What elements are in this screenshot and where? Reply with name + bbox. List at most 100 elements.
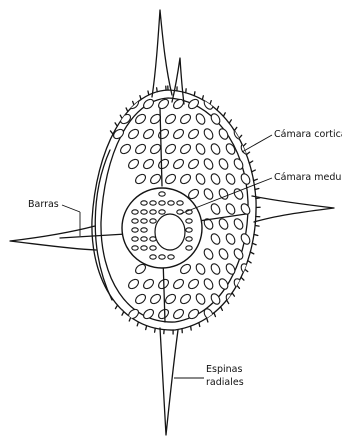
serration-tooth xyxy=(199,323,200,327)
cortical-pore xyxy=(157,157,170,170)
cortical-pore xyxy=(172,157,185,170)
cortical-pore xyxy=(239,112,251,125)
serration-tooth xyxy=(252,170,256,172)
serration-tooth xyxy=(110,131,112,134)
top-right-spinule xyxy=(172,58,184,104)
cortical-pore xyxy=(157,127,170,140)
cortical-pore xyxy=(119,112,132,125)
medullary-pore xyxy=(141,219,147,223)
cortical-pore xyxy=(164,142,177,155)
medullary-pore xyxy=(141,201,147,205)
cortical-pore xyxy=(149,142,162,155)
medullary-pore xyxy=(159,192,165,196)
cortical-pore xyxy=(187,277,200,290)
medullary-pore xyxy=(177,201,183,205)
medullary-pore xyxy=(132,246,138,250)
medullary-pore xyxy=(132,219,138,223)
cortical-pore xyxy=(127,157,140,170)
cortical-pore xyxy=(209,202,221,215)
serration-tooth xyxy=(229,120,231,123)
medullary-pore xyxy=(141,228,147,232)
cortical-pore xyxy=(194,172,206,185)
serration-tooth xyxy=(246,152,249,154)
medullary-pore xyxy=(186,237,192,241)
cortical-pore xyxy=(194,292,206,305)
serration-tooth xyxy=(249,161,252,163)
cortical-pore xyxy=(202,187,214,200)
medullary-pore xyxy=(150,219,156,223)
cortical-pore xyxy=(179,262,192,275)
medullary-pore xyxy=(186,246,192,250)
serration-tooth xyxy=(202,96,203,100)
label-barras: Barras xyxy=(28,199,59,210)
cortical-pore xyxy=(119,142,132,155)
left-spine xyxy=(10,226,96,250)
cortical-pore xyxy=(209,232,221,245)
cortical-pore xyxy=(164,172,177,185)
serration-tooth xyxy=(254,179,258,180)
serration-tooth xyxy=(210,101,211,105)
serration-tooth xyxy=(214,313,215,317)
cortical-pore xyxy=(172,307,185,320)
cortical-pore xyxy=(202,277,214,290)
cortical-pore xyxy=(142,307,155,320)
serration-tooth xyxy=(115,123,117,126)
cortical-pore xyxy=(239,292,251,305)
central-capsule xyxy=(155,214,185,250)
medullary-pore xyxy=(186,219,192,223)
cortical-pore xyxy=(217,127,229,140)
cortical-pore xyxy=(217,277,229,290)
serration-tooth xyxy=(191,326,192,330)
cortical-pore xyxy=(209,262,221,275)
label-espinas: Espinas xyxy=(206,364,242,375)
medullary-pore xyxy=(150,201,156,205)
left-cortical-arc xyxy=(95,150,112,300)
cortical-pore xyxy=(224,172,236,185)
cortical-pore xyxy=(202,127,214,140)
serration-tooth xyxy=(227,300,229,303)
cortical-pore xyxy=(224,202,236,215)
cortical-pore xyxy=(194,262,206,275)
cortical-pore xyxy=(142,127,155,140)
cortical-pore xyxy=(134,172,147,185)
cortical-pore xyxy=(232,307,244,320)
cortical-pore xyxy=(164,292,177,305)
medullary-chamber xyxy=(122,188,202,268)
cortical-pore xyxy=(157,307,170,320)
cortical-pore xyxy=(209,142,221,155)
serration-tooth xyxy=(194,92,195,96)
cortical-pore xyxy=(187,127,200,140)
serration-tooth xyxy=(120,115,122,118)
cortical-pore xyxy=(232,97,244,110)
label-camara-medular: Cámara medular xyxy=(274,172,342,183)
cortical-pore xyxy=(224,232,236,245)
cortical-pore xyxy=(134,292,147,305)
cortical-pore xyxy=(164,112,177,125)
serration-tooth xyxy=(221,307,223,311)
cortical-pore xyxy=(194,112,206,125)
medullary-pore xyxy=(186,228,192,232)
cortical-pore xyxy=(209,172,221,185)
serration-tooth xyxy=(237,285,240,288)
right-spine xyxy=(252,196,334,222)
cortical-pore xyxy=(149,292,162,305)
cortical-pore xyxy=(202,97,214,110)
cortical-pore xyxy=(172,277,185,290)
cortical-pore xyxy=(194,142,206,155)
serration-tooth xyxy=(146,326,147,330)
cortical-pore xyxy=(239,232,251,245)
cortical-pore xyxy=(142,277,155,290)
serration-tooth xyxy=(223,113,225,117)
medullary-pore xyxy=(159,255,165,259)
medullary-pore xyxy=(150,255,156,259)
cortical-pore xyxy=(224,142,236,155)
serration-tooth xyxy=(207,318,208,322)
cortical-pore xyxy=(217,217,229,230)
cortical-pore xyxy=(112,127,125,140)
cortical-pore xyxy=(127,277,140,290)
cortical-pore xyxy=(179,142,192,155)
serration-tooth xyxy=(256,198,260,199)
serration-tooth xyxy=(126,108,128,112)
medullary-pore xyxy=(141,237,147,241)
